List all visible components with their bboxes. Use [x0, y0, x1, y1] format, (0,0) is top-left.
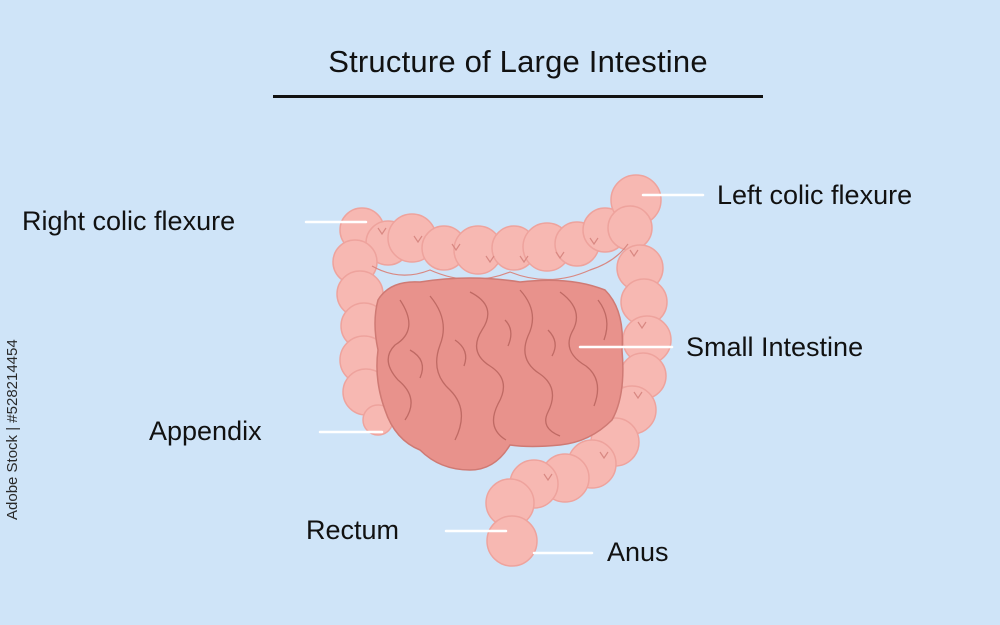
label-small-intestine: Small Intestine [686, 332, 864, 362]
label-appendix: Appendix [149, 416, 262, 446]
label-left-colic-flexure: Left colic flexure [717, 180, 913, 210]
stock-watermark: Adobe Stock | #528214454 [4, 339, 21, 520]
diagram-title: Structure of Large Intestine [328, 44, 708, 79]
leader-lines [304, 193, 705, 555]
large-intestine [332, 174, 672, 567]
label-rectum: Rectum [306, 515, 400, 545]
label-anus: Anus [607, 537, 669, 567]
title-underline [273, 95, 763, 98]
haustra-marks [371, 227, 647, 482]
small-intestine [374, 277, 624, 471]
label-right-colic-flexure: Right colic flexure [22, 206, 236, 236]
